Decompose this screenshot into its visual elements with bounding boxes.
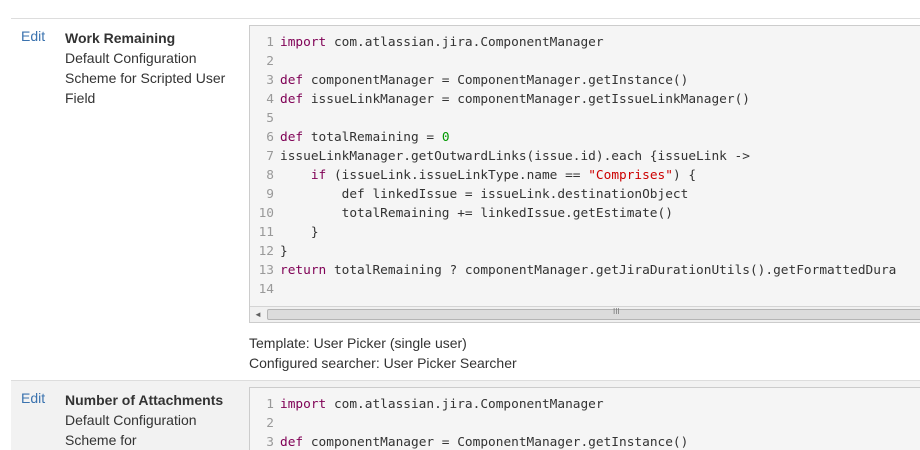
script-code-viewer[interactable]: 1 import com.atlassian.jira.ComponentMana… (249, 387, 920, 450)
field-scheme-line: Default Configuration (65, 412, 197, 428)
code-text: totalRemaining = (303, 130, 442, 145)
field-info: Work Remaining Default Configuration Sch… (65, 28, 245, 108)
code-keyword: return (280, 263, 327, 278)
line-number: 1 (266, 35, 274, 50)
code-line: 3 def componentManager = ComponentManager… (250, 71, 920, 90)
code-text: componentManager = ComponentManager.getI… (303, 73, 689, 88)
code-line: 10 totalRemaining += linkedIssue.getEsti… (250, 204, 920, 223)
code-line: 7 issueLinkManager.getOutwardLinks(issue.… (250, 147, 920, 166)
line-number: 5 (266, 111, 274, 126)
code-line: 2 (250, 414, 920, 433)
code-line: 5 (250, 109, 920, 128)
line-number: 14 (258, 282, 274, 297)
code-line: 11 } (250, 223, 920, 242)
code-line: 6 def totalRemaining = 0 (250, 128, 920, 147)
code-lines: 1 import com.atlassian.jira.ComponentMana… (250, 395, 920, 450)
code-keyword: def (280, 130, 304, 145)
code-lines: 1 import com.atlassian.jira.ComponentMana… (250, 33, 920, 299)
field-searcher: Configured searcher: User Picker Searche… (249, 355, 517, 371)
edit-link[interactable]: Edit (21, 390, 46, 406)
line-number: 7 (266, 149, 274, 164)
field-name: Number of Attachments (65, 392, 224, 408)
field-name: Work Remaining (65, 30, 176, 46)
code-indent (280, 168, 311, 183)
code-line: 12} (250, 242, 920, 261)
code-number: 0 (441, 130, 450, 145)
field-template: Template: User Picker (single user) (249, 335, 467, 351)
code-keyword: def (280, 73, 304, 88)
line-number: 4 (266, 92, 274, 107)
scrollbar-grip-icon: III (613, 307, 620, 316)
field-info: Number of Attachments Default Configurat… (65, 390, 245, 450)
script-code-viewer[interactable]: 1 import com.atlassian.jira.ComponentMana… (249, 25, 920, 323)
code-string: "Comprises" (588, 168, 673, 183)
code-line: 1 import com.atlassian.jira.ComponentMana… (250, 395, 920, 414)
code-keyword: def (280, 92, 304, 107)
code-text: issueLinkManager.getOutwardLinks(issue.i… (280, 149, 750, 164)
line-number: 2 (266, 54, 274, 69)
code-text: ) { (672, 168, 697, 183)
code-line: 14 (250, 280, 920, 299)
code-text: } (280, 244, 288, 259)
code-line: 3 def componentManager = ComponentManager… (250, 433, 920, 450)
code-line: 4 def issueLinkManager = componentManager… (250, 90, 920, 109)
line-number: 3 (266, 435, 274, 450)
field-meta: Template: User Picker (single user) Conf… (249, 333, 517, 373)
custom-field-row-number-of-attachments: Edit Number of Attachments Default Confi… (11, 380, 920, 450)
code-line: 13 return totalRemaining ? componentManag… (250, 261, 920, 280)
line-number: 3 (266, 73, 274, 88)
edit-link[interactable]: Edit (21, 28, 46, 44)
field-scheme-line: Scheme for (65, 432, 137, 448)
field-scheme: Default Configuration Scheme for Scripte… (65, 50, 226, 106)
code-text: def linkedIssue = issueLink.destinationO… (280, 187, 689, 202)
code-keyword: import (280, 35, 327, 50)
code-keyword: if (310, 168, 327, 183)
code-line: 1 import com.atlassian.jira.ComponentMana… (250, 33, 920, 52)
line-number: 6 (266, 130, 274, 145)
horizontal-scrollbar[interactable]: ◄ III (250, 306, 920, 322)
top-divider (11, 18, 920, 19)
code-line: 2 (250, 52, 920, 71)
line-number: 9 (266, 187, 274, 202)
line-number: 11 (258, 225, 274, 240)
code-text: totalRemaining ? componentManager.getJir… (326, 263, 897, 278)
line-number: 1 (266, 397, 274, 412)
code-text: totalRemaining += linkedIssue.getEstimat… (280, 206, 673, 221)
code-keyword: import (280, 397, 327, 412)
code-text: com.atlassian.jira.ComponentManager (326, 35, 604, 50)
code-text: com.atlassian.jira.ComponentManager (326, 397, 604, 412)
code-text: (issueLink.issueLinkType.name == (326, 168, 589, 183)
code-keyword: def (280, 435, 304, 450)
code-text: componentManager = ComponentManager.getI… (303, 435, 689, 450)
scrollbar-thumb[interactable]: III (267, 307, 920, 320)
line-number: 10 (258, 206, 274, 221)
line-number: 2 (266, 416, 274, 431)
code-text: } (280, 225, 319, 240)
code-line: 8 if (issueLink.issueLinkType.name == "C… (250, 166, 920, 185)
custom-field-row-work-remaining: Edit Work Remaining Default Configuratio… (11, 19, 920, 380)
code-text: issueLinkManager = componentManager.getI… (303, 92, 750, 107)
line-number: 12 (258, 244, 274, 259)
line-number: 8 (266, 168, 274, 183)
scroll-left-arrow-icon[interactable]: ◄ (254, 310, 262, 319)
line-number: 13 (258, 263, 274, 278)
code-line: 9 def linkedIssue = issueLink.destinatio… (250, 185, 920, 204)
